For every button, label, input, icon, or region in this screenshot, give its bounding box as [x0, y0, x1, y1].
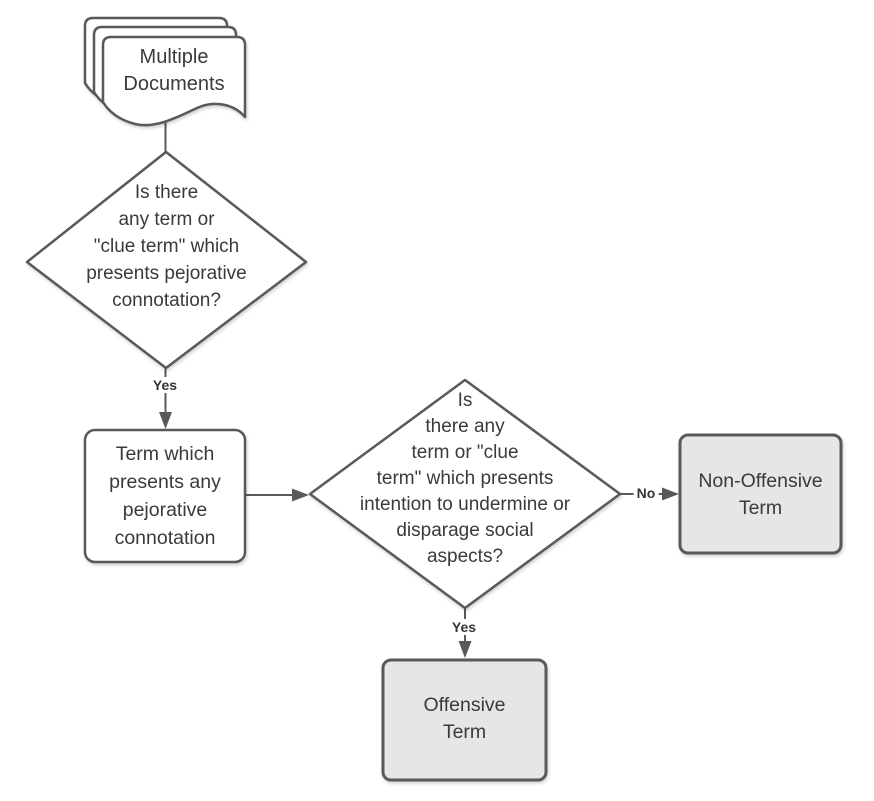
process1-box: [83, 428, 247, 564]
arrowhead-yes1-icon: [159, 412, 172, 429]
non-offensive-box: [678, 433, 843, 555]
offensive-box: [381, 658, 548, 782]
decision2-diamond: [308, 378, 622, 610]
document-page-front-icon: [101, 35, 247, 127]
arrowhead-no1-icon: [662, 487, 679, 501]
arrowhead-yes2-icon: [458, 641, 472, 658]
decision1-diamond: [25, 150, 308, 370]
arrowhead-process1-icon: [292, 488, 309, 502]
